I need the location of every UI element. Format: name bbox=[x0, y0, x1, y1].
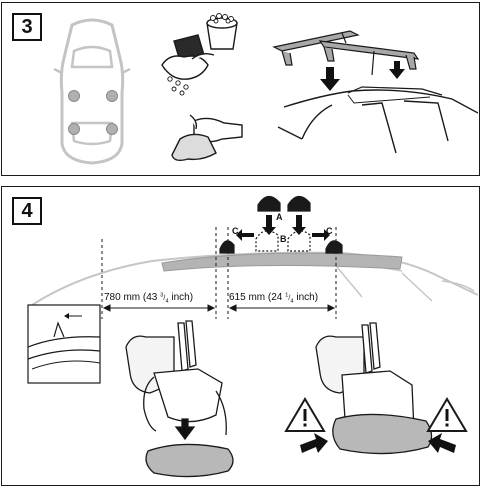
warning-icon-left bbox=[284, 397, 326, 432]
step-4-panel: 4 bbox=[1, 186, 480, 486]
label-c-right: C bbox=[326, 226, 333, 236]
measurement-guides bbox=[101, 227, 337, 319]
roof-rail bbox=[161, 252, 403, 272]
label-c-left: C bbox=[232, 226, 239, 236]
foot-move-arrows bbox=[236, 215, 330, 241]
front-measurement-label: 780 mm (43 3/4 inch) bbox=[104, 292, 194, 305]
step-3-panel: 3 bbox=[1, 2, 480, 176]
measurement-arrows bbox=[102, 304, 336, 312]
door-detail-inset bbox=[27, 304, 101, 384]
foot-clamp-right bbox=[315, 322, 433, 455]
roof-bars bbox=[272, 30, 420, 76]
down-arrow-icon bbox=[320, 61, 405, 91]
label-a: A bbox=[276, 212, 283, 222]
bucket-icon bbox=[206, 13, 238, 50]
push-arrows bbox=[300, 433, 456, 453]
sponge-hand-icon bbox=[161, 34, 215, 96]
step-3-number: 3 bbox=[12, 13, 42, 41]
foot-position-dots bbox=[68, 90, 118, 135]
foot-clamp-left bbox=[125, 320, 234, 478]
car-top-view bbox=[53, 18, 131, 165]
label-b: B bbox=[280, 234, 287, 244]
car-roof-side-view bbox=[277, 86, 478, 154]
warning-icon-right bbox=[426, 397, 468, 432]
step-4-number: 4 bbox=[12, 197, 42, 225]
step-4-illustration: A B C C bbox=[27, 195, 478, 478]
rear-measurement-label: 615 mm (24 1/4 inch) bbox=[229, 292, 319, 305]
step-3-illustration bbox=[53, 13, 478, 165]
roof-feet-positions bbox=[219, 195, 343, 254]
cloth-hand-icon bbox=[171, 114, 243, 162]
